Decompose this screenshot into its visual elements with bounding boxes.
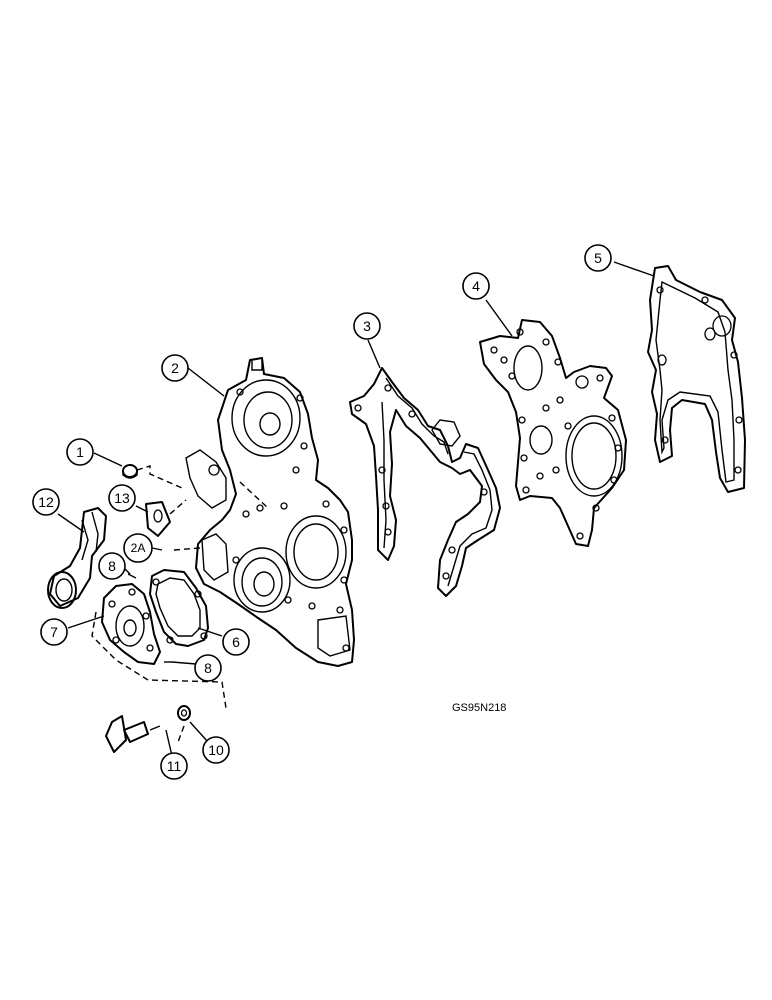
callout-12: 12	[32, 488, 60, 516]
part-12-elbow	[47, 507, 107, 609]
part-2-front-cover	[185, 357, 355, 667]
svg-text:5: 5	[594, 250, 602, 266]
svg-text:1: 1	[76, 444, 84, 460]
svg-text:10: 10	[208, 742, 224, 758]
svg-text:12: 12	[38, 494, 54, 510]
part-7-water-pump	[101, 583, 161, 665]
callout-6: 6	[222, 628, 250, 656]
part-3-gasket	[349, 367, 501, 597]
callout-2a: 2A	[123, 533, 153, 563]
alignment-lines	[91, 465, 269, 743]
svg-text:6: 6	[232, 634, 240, 650]
svg-text:11: 11	[167, 758, 182, 774]
part-6-gasket	[149, 569, 209, 647]
svg-text:4: 4	[472, 278, 480, 294]
part-10-washer	[177, 705, 191, 721]
svg-text:2A: 2A	[131, 541, 146, 555]
part-11-sender	[105, 715, 161, 753]
svg-text:8: 8	[108, 558, 116, 574]
part-1-plug	[122, 464, 138, 479]
leader-lines	[57, 261, 655, 757]
callout-7: 7	[40, 618, 68, 646]
callout-13: 13	[108, 484, 136, 512]
callout-8-lower: 8	[194, 654, 222, 682]
callout-1: 1	[66, 438, 94, 466]
part-4-plate	[479, 319, 627, 547]
callout-8-upper: 8	[98, 552, 126, 580]
svg-text:3: 3	[363, 318, 371, 334]
svg-text:13: 13	[114, 490, 130, 506]
part-13-gasket	[145, 501, 171, 537]
callout-10: 10	[202, 736, 230, 764]
svg-text:8: 8	[204, 660, 212, 676]
svg-text:2: 2	[171, 360, 179, 376]
callout-4: 4	[462, 272, 490, 300]
figure-code: GS95N218	[452, 702, 506, 714]
part-8-dowel	[127, 573, 172, 663]
part-5-gasket	[647, 265, 746, 493]
callout-2: 2	[161, 354, 189, 382]
callout-3: 3	[353, 312, 381, 340]
callout-5: 5	[584, 244, 612, 272]
svg-text:7: 7	[50, 624, 58, 640]
callout-11: 11	[160, 752, 188, 780]
